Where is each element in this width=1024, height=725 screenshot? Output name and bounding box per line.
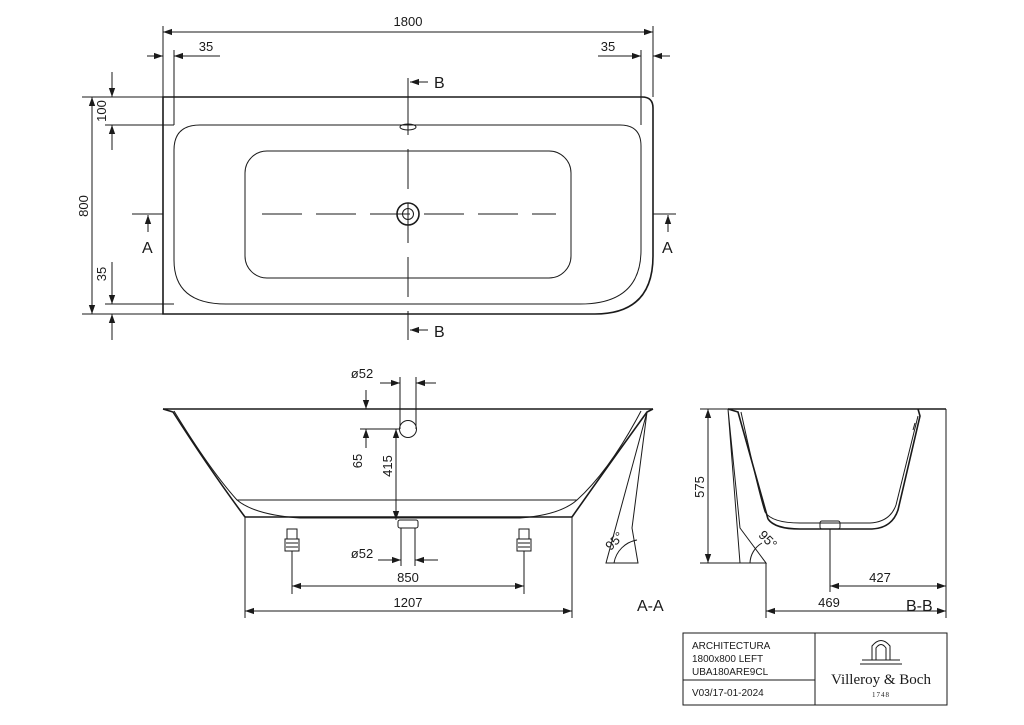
dim-bottom-rim: 35 [94, 267, 109, 281]
section-b-top: B [434, 75, 445, 92]
aa-foot-left [284, 528, 300, 552]
title-code: UBA180ARE9CL [692, 667, 769, 678]
bb-inner-basin [740, 411, 919, 524]
dim-top-rim: 100 [94, 100, 109, 122]
villeroy-boch-logo: Villeroy & Boch 1748 [831, 640, 931, 699]
bb-dim-469: 469 [818, 595, 840, 610]
aa-drain-icon [397, 519, 419, 529]
section-bb-view: 95° 575 427 469 B-B [692, 408, 947, 618]
section-b-bottom: B [434, 324, 445, 341]
title-product: ARCHITECTURA [692, 641, 771, 652]
dim-width: 800 [76, 195, 91, 217]
plan-inner-basin [173, 124, 642, 305]
aa-angle-arc [613, 539, 638, 564]
section-a-right: A [662, 240, 673, 257]
bb-overflow-mark [912, 422, 916, 431]
aa-apron [605, 411, 648, 564]
plan-outer-rim [162, 96, 654, 315]
bb-angle: 95° [756, 527, 781, 552]
aa-foot-right [516, 528, 532, 552]
bb-dim-height: 575 [692, 476, 707, 498]
title-version: V03/17-01-2024 [692, 688, 764, 699]
dim-length: 1800 [394, 14, 423, 29]
title-size: 1800x800 LEFT [692, 654, 763, 665]
aa-angle: 95° [602, 529, 627, 554]
plan-view: 1800 35 35 800 100 35 B B A [76, 14, 676, 341]
logo-established: 1748 [872, 691, 890, 699]
aa-dim-drain-height: 415 [380, 455, 395, 477]
section-aa-view: 95° ø52 65 415 [162, 366, 664, 618]
bb-dim-427: 427 [869, 570, 891, 585]
aa-outer-body-right [571, 408, 654, 518]
aa-label: A-A [637, 598, 664, 615]
aa-outer-body [162, 408, 246, 518]
aa-dim-feet: 850 [397, 570, 419, 585]
logo-arch-inner [875, 644, 887, 660]
bb-angle-arc [749, 542, 763, 564]
logo-arch-outer [871, 640, 891, 660]
dim-left-edge: 35 [199, 39, 213, 54]
aa-dim-overflow-dia: ø52 [351, 366, 373, 381]
bb-outer-body [767, 408, 921, 530]
bb-drain-icon [819, 520, 841, 530]
section-a-left: A [142, 240, 153, 257]
title-block: ARCHITECTURA 1800x800 LEFT UBA180ARE9CL … [682, 632, 948, 706]
aa-dim-base: 1207 [394, 595, 423, 610]
aa-inner-basin [173, 410, 642, 519]
aa-dim-overflow-height: 65 [350, 454, 365, 468]
bb-label: B-B [906, 598, 933, 615]
dim-right-edge: 35 [601, 39, 615, 54]
bb-back-wall [727, 408, 769, 520]
aa-dim-waste-dia: ø52 [351, 546, 373, 561]
logo-brand: Villeroy & Boch [831, 672, 931, 688]
aa-overflow-icon [399, 420, 417, 438]
